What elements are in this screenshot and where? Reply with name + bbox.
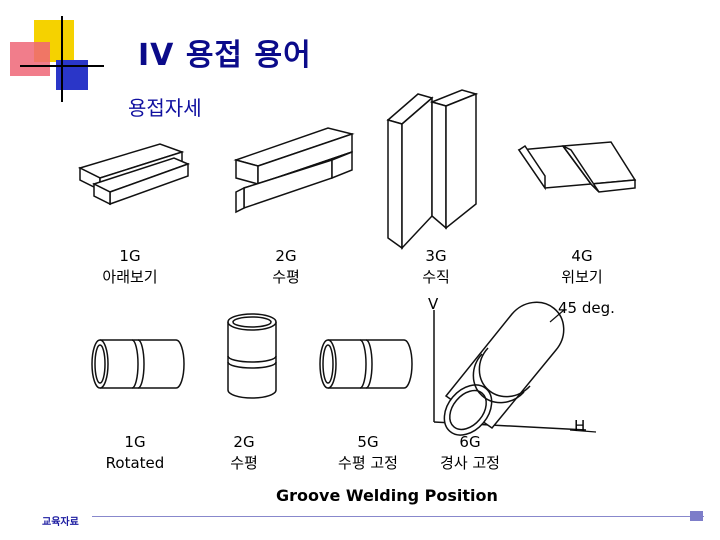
axis-v-label: V — [428, 295, 439, 313]
plate-1g-name: 아래보기 — [102, 268, 158, 286]
plate-3g-code: 3G — [425, 247, 447, 265]
plate-4g-code: 4G — [571, 247, 593, 265]
axis-angle-label: 45 deg. — [558, 299, 615, 317]
pipe-1g-code: 1G — [124, 433, 146, 451]
plate-3g-caption: 3G 수직 — [406, 246, 466, 288]
footer-corner-mark — [690, 511, 703, 521]
plate-2g-caption: 2G 수평 — [256, 246, 316, 288]
pipe-1g-caption: 1G Rotated — [100, 432, 170, 474]
figure-caption: Groove Welding Position — [276, 486, 498, 505]
pipe-2g-name: 수평 — [230, 454, 258, 472]
page-subtitle: 용접자세 — [128, 96, 202, 120]
plate-2g-figure — [233, 127, 355, 214]
plate-4g-name: 위보기 — [561, 268, 603, 286]
pipe-6g-code: 6G — [459, 433, 481, 451]
plate-1g-caption: 1G 아래보기 — [100, 246, 160, 288]
pipe-5g-name: 수평 고정 — [338, 454, 398, 472]
plate-2g-code: 2G — [275, 247, 297, 265]
footer-divider — [92, 516, 704, 517]
pipe-2g-code: 2G — [233, 433, 255, 451]
axis-h-label: H — [574, 417, 586, 435]
plate-1g-figure — [77, 143, 191, 206]
plate-3g-name: 수직 — [422, 268, 450, 286]
page-title: IV 용접 용어 — [138, 38, 312, 73]
pipe-6g-name: 경사 고정 — [440, 454, 500, 472]
plate-1g-code: 1G — [119, 247, 141, 265]
pipe-5g-caption: 5G 수평 고정 — [330, 432, 406, 474]
pipe-5g-code: 5G — [357, 433, 379, 451]
plate-3g-figure — [386, 89, 479, 250]
plate-4g-figure — [517, 141, 637, 193]
pipe-1g-figure — [91, 339, 185, 389]
pipe-1g-name: Rotated — [105, 454, 165, 472]
logo-graphic — [10, 16, 104, 102]
plate-4g-caption: 4G 위보기 — [552, 246, 612, 288]
pipe-6g-caption: 6G 경사 고정 — [432, 432, 508, 474]
plate-2g-name: 수평 — [272, 268, 300, 286]
pipe-2g-figure — [227, 313, 277, 399]
footer-label: 교육자료 — [42, 517, 79, 528]
pipe-5g-figure — [319, 339, 413, 389]
pipe-2g-caption: 2G 수평 — [214, 432, 274, 474]
pipe-6g-figure — [433, 301, 597, 436]
